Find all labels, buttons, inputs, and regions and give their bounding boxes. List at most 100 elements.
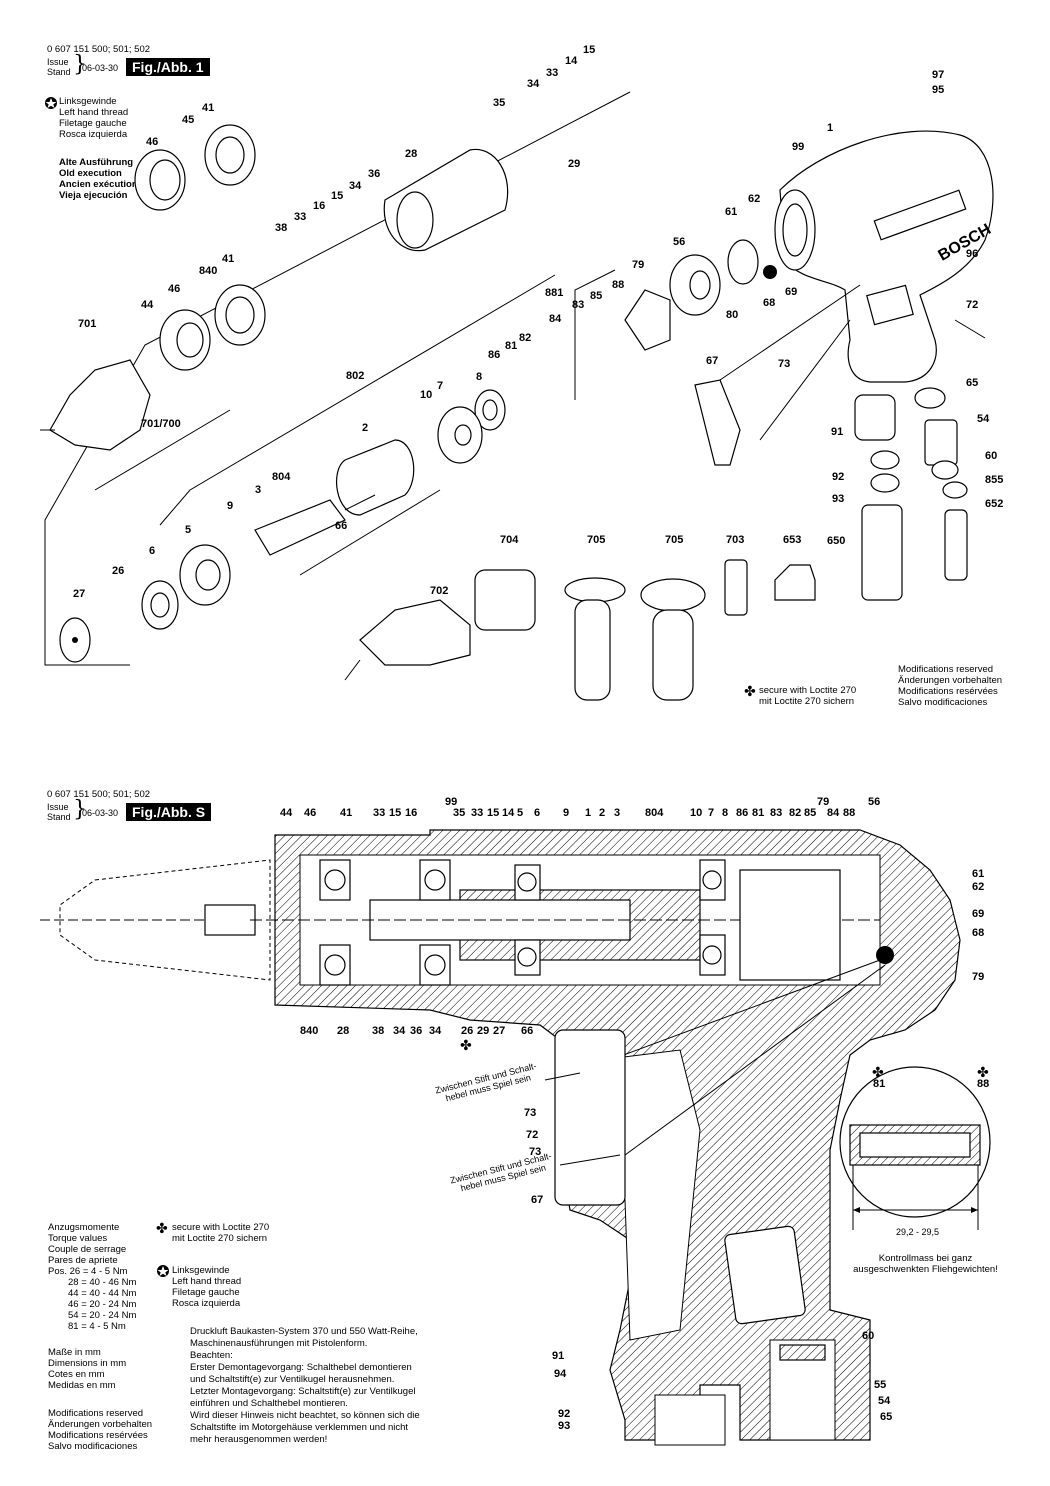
left-thread-icon (156, 1264, 170, 1278)
callout: 65 (966, 377, 979, 389)
bottom-modifications-note: Modifications reserved Änderungen vorbeh… (48, 1408, 153, 1452)
callout: 705 (665, 534, 684, 546)
callout: 81 (873, 1078, 886, 1090)
callout: 41 (222, 253, 235, 265)
callout: 3 (614, 807, 621, 819)
callout: 60 (862, 1330, 875, 1342)
loctite-icon: ✤ (156, 1220, 168, 1236)
callout: 802 (346, 370, 365, 382)
callout: 96 (966, 248, 979, 260)
callout: 85 (590, 290, 603, 302)
bottom-model-number: 0 607 151 500; 501; 502 (47, 789, 151, 800)
top-date: 06-03-30 (82, 63, 119, 73)
callout: 68 (972, 927, 985, 939)
callout: 650 (827, 535, 846, 547)
callout: 27 (493, 1025, 506, 1037)
callout: 1 (585, 807, 592, 819)
disc-27 (59, 617, 91, 663)
callout: 54 (977, 413, 990, 425)
callout: 41 (340, 807, 353, 819)
ring-93 (870, 473, 900, 493)
inset-detail (839, 1066, 991, 1230)
lever-67 (694, 379, 741, 466)
motor-cylinder-28 (383, 148, 509, 252)
bottom-issue-label: Issue (47, 802, 69, 812)
callout: 2 (599, 807, 606, 819)
ring-46-b (159, 309, 211, 371)
control-note: Kontrollmass bei ganz ausgeschwenkten Fl… (853, 1253, 998, 1275)
callout: 35 (453, 807, 466, 819)
rod-73-b (759, 319, 851, 441)
callout: 82 (519, 332, 532, 344)
loctite-marker: ✤ (977, 1064, 989, 1080)
callout: 45 (182, 114, 195, 126)
handle-705-a (564, 577, 626, 701)
callout: 34 (349, 180, 362, 192)
ball-68 (763, 265, 777, 279)
callout: 34 (393, 1025, 406, 1037)
callout: 84 (549, 313, 562, 325)
callout: 72 (526, 1129, 539, 1141)
callout: 69 (785, 286, 798, 298)
play-note-arrow-2 (559, 1154, 621, 1166)
callout: 99 (445, 796, 458, 808)
callout: 36 (368, 168, 381, 180)
callout: 66 (335, 520, 348, 532)
nipple-703 (724, 559, 748, 616)
loctite-marker: ✤ (872, 1064, 884, 1080)
callout: 33 (471, 807, 484, 819)
callout: 26 (112, 565, 125, 577)
pin-72 (954, 319, 986, 339)
callout: 34 (527, 78, 540, 90)
callout: 67 (531, 1194, 544, 1206)
callout: 73 (524, 1107, 537, 1119)
top-old-execution-legend: Alte Ausführung Old execution Ancien exé… (59, 157, 138, 201)
plate-56 (669, 254, 721, 316)
clamp-704 (474, 569, 536, 631)
ring-855 (942, 481, 968, 499)
callout: 14 (565, 55, 578, 67)
callout: 54 (878, 1395, 891, 1407)
ring-65 (914, 387, 946, 409)
chuck-outline (40, 859, 271, 981)
callout: 82 (789, 807, 802, 819)
callout: 16 (405, 807, 418, 819)
rod-66 (299, 489, 441, 576)
inset-dimension: 29,2 - 29,5 (896, 1227, 940, 1237)
callout: 83 (572, 299, 585, 311)
callout: 83 (770, 807, 783, 819)
end-plate-5 (179, 544, 231, 606)
callout: 79 (972, 971, 985, 983)
callout: 66 (521, 1025, 534, 1037)
callout: 79 (632, 259, 645, 271)
callout: 88 (843, 807, 856, 819)
nut-79 (624, 289, 671, 351)
callout: 46 (168, 283, 181, 295)
rotor-3 (254, 494, 376, 556)
callout: 73 (529, 1146, 542, 1158)
callout: 61 (725, 206, 738, 218)
top-issue-label: Issue (47, 57, 69, 67)
callout: 65 (880, 1411, 893, 1423)
callout: 91 (831, 426, 844, 438)
callout: 33 (373, 807, 386, 819)
callout: 27 (73, 588, 86, 600)
callout: 33 (546, 67, 559, 79)
callout: 97 (932, 69, 945, 81)
callout: 95 (932, 84, 945, 96)
callout: 44 (280, 807, 293, 819)
callout: 92 (558, 1408, 571, 1420)
top-loctite-note: secure with Loctite 270 mit Loctite 270 … (759, 685, 857, 707)
callout: 1 (827, 122, 834, 134)
top-model-number: 0 607 151 500; 501; 502 (47, 44, 151, 55)
callout: 79 (817, 796, 830, 808)
callout: 86 (488, 349, 501, 361)
handle-705-b (640, 578, 706, 701)
callout: 36 (410, 1025, 423, 1037)
top-stand-label: Stand (47, 67, 71, 77)
callout: 15 (389, 807, 402, 819)
callout: 855 (985, 474, 1004, 486)
callout: 15 (331, 190, 344, 202)
callout: 68 (763, 297, 776, 309)
